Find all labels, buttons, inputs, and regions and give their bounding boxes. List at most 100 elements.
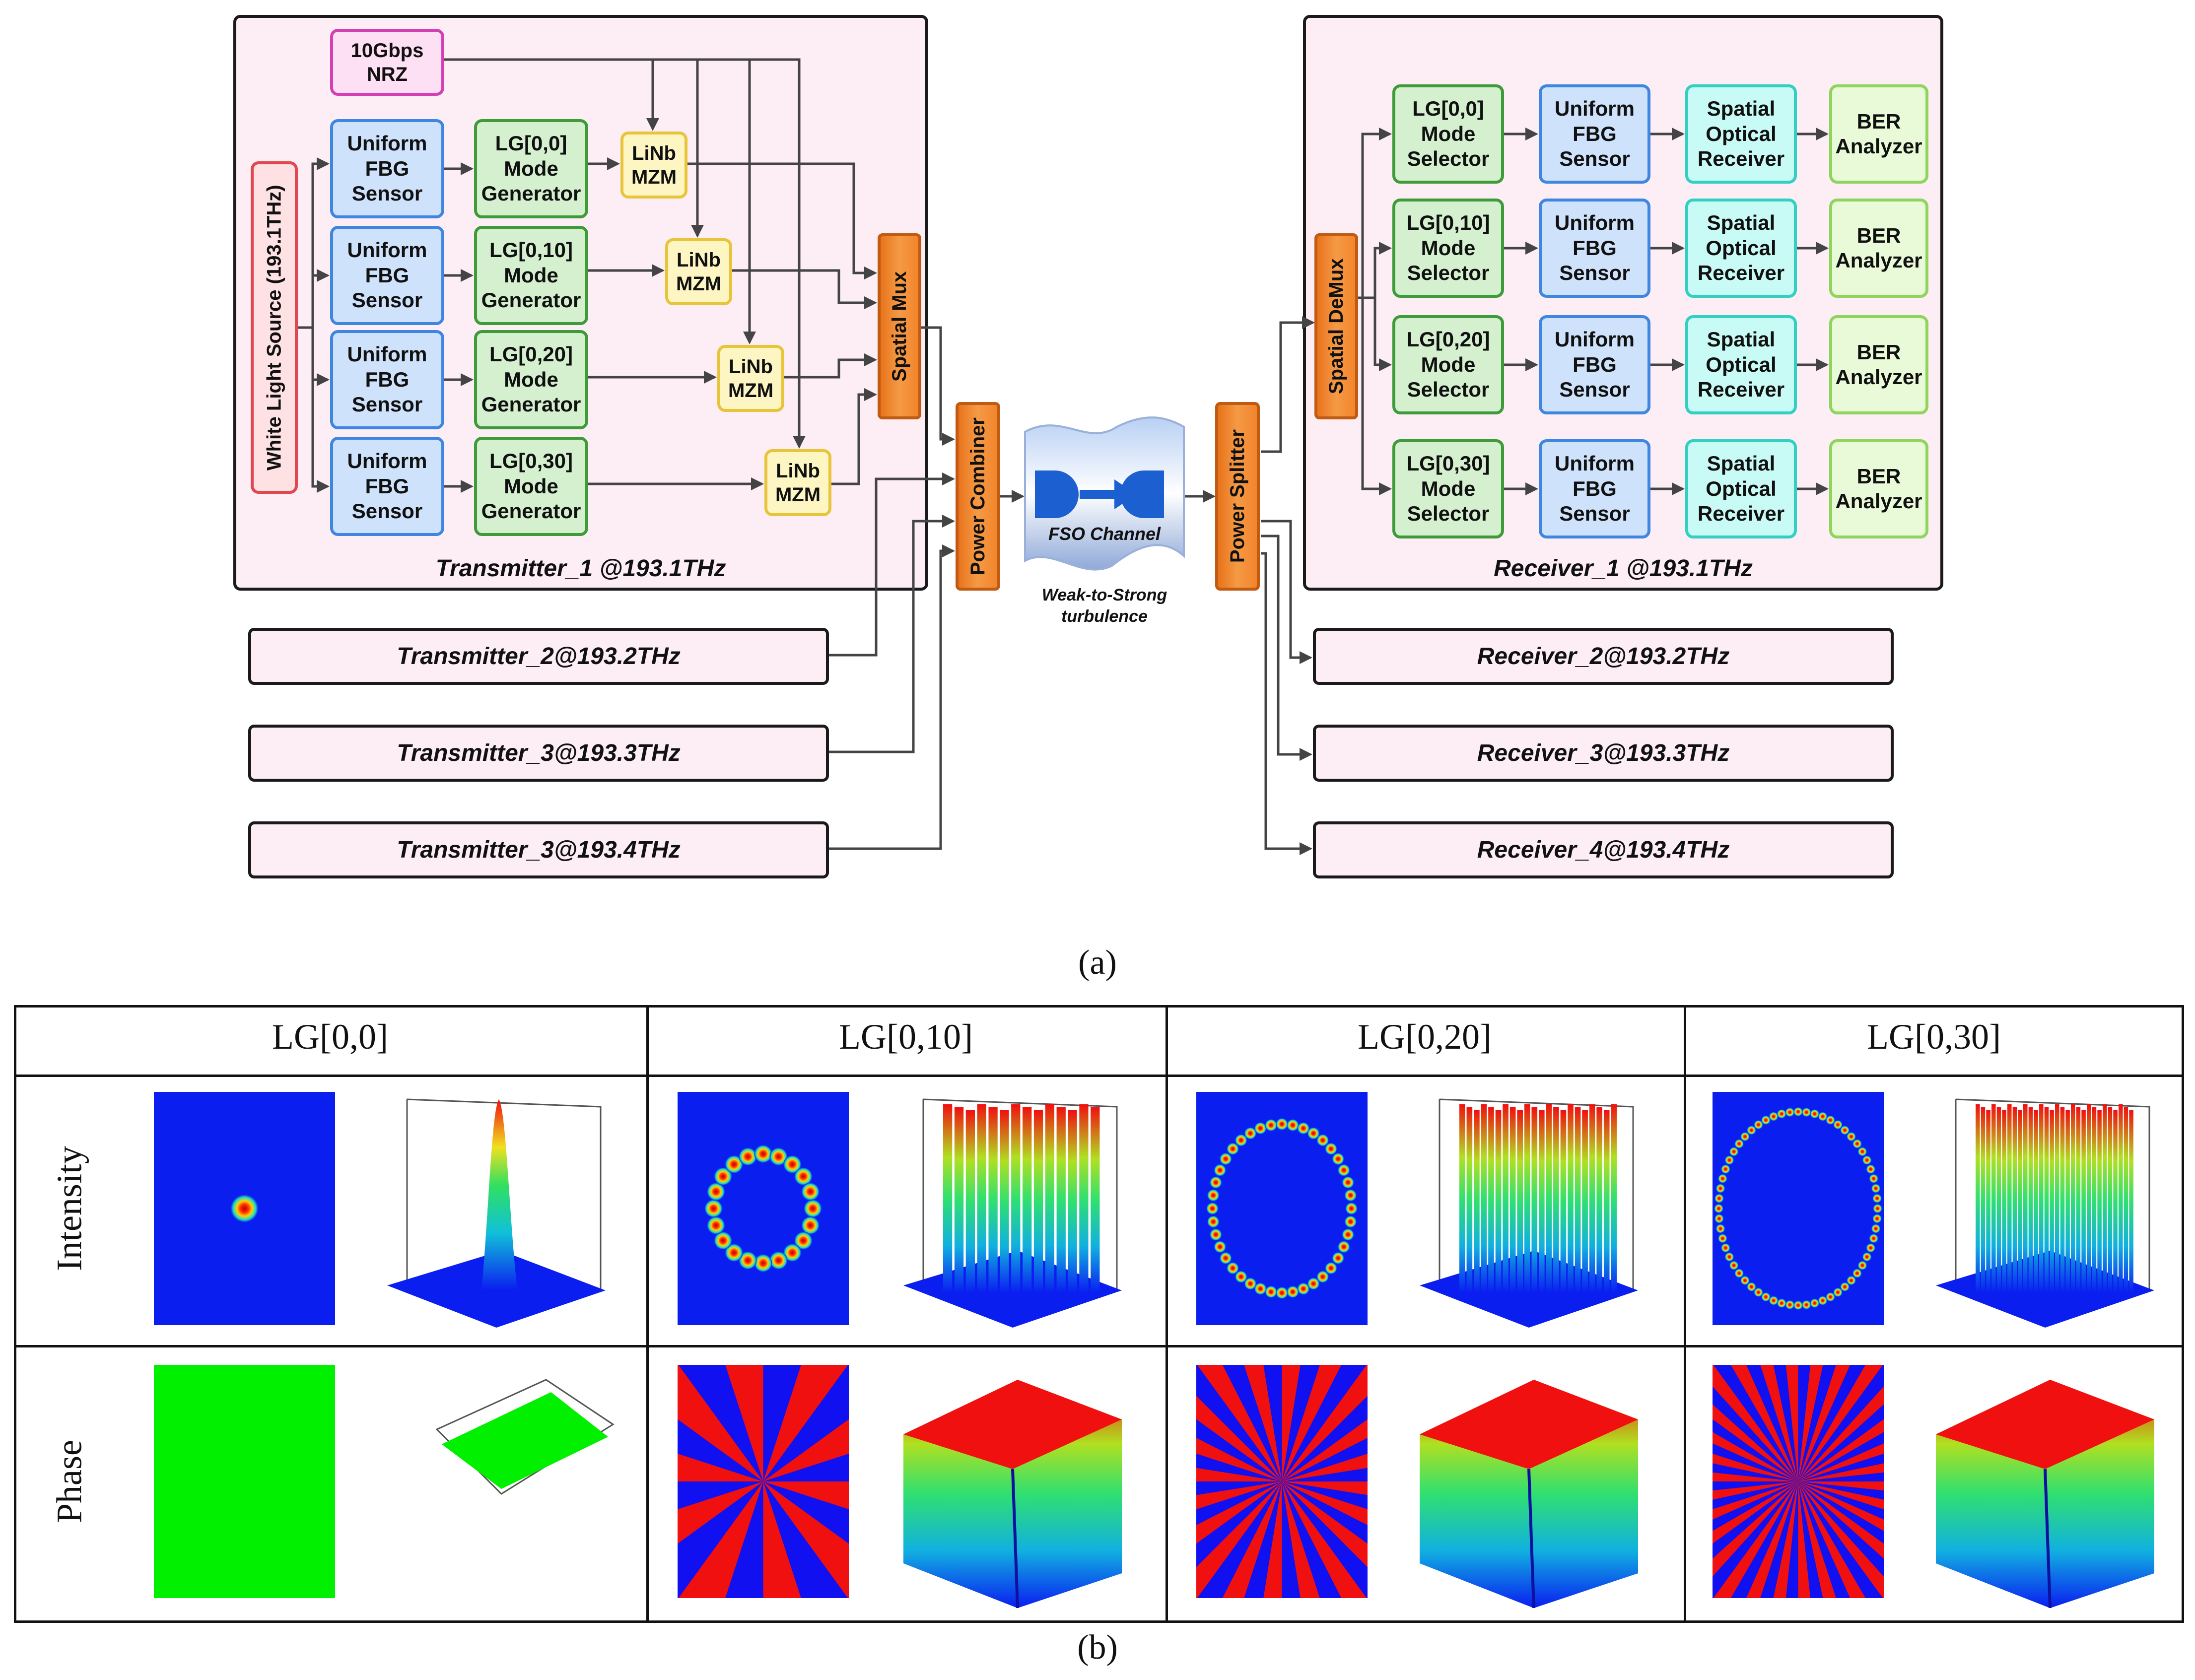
intensity-lobe-3-35 <box>1724 1155 1734 1165</box>
tx-fbg-sensor-2: Uniform FBG Sensor <box>330 226 444 325</box>
intensity-lobe-2-36 <box>1332 1153 1344 1165</box>
intensity-lobe-1-17 <box>783 1155 802 1174</box>
tx-fbg-sensor-4: Uniform FBG Sensor <box>330 437 444 536</box>
intensity-lobe-3-0 <box>1873 1204 1882 1213</box>
intensity-lobe-1-16 <box>769 1147 788 1166</box>
fso-channel-label: FSO Channel <box>1048 524 1161 544</box>
surface-bar-3-25 <box>2108 1107 2113 1293</box>
phase-wedge-1-18 <box>763 1419 849 1481</box>
surface-bar-3-6 <box>2007 1104 2012 1293</box>
intensity-lobe-2-22 <box>1210 1176 1222 1189</box>
intensity-lobe-2-9 <box>1287 1285 1299 1298</box>
intensity-lobe-1-11 <box>707 1183 725 1201</box>
intensity-lobe-2-10 <box>1276 1287 1288 1299</box>
surface-bar-2-0 <box>1459 1104 1465 1293</box>
intensity-lobe-3-51 <box>1840 1126 1850 1135</box>
intensity-map-3 <box>1713 1092 1884 1325</box>
intensity-lobe-2-28 <box>1254 1122 1267 1135</box>
ber-analyzer-1: BER Analyzer <box>1829 84 1928 184</box>
intensity-lobe-1-0 <box>804 1200 822 1217</box>
intensity-lobe-1-19 <box>801 1183 820 1201</box>
phase-wedge-3-54 <box>1798 1419 1884 1481</box>
mode-selector-lg030: LG[0,30] Mode Selector <box>1392 439 1504 538</box>
mzm-3: LiNb MZM <box>717 345 784 412</box>
header-lg030: LG[0,30] <box>1867 1017 2001 1057</box>
receiver-3: Receiver_3@193.3THz <box>1313 725 1894 782</box>
phase-wedge-2-20 <box>1196 1468 1282 1481</box>
surface-bar-1-9 <box>1045 1104 1054 1293</box>
surface-bar-1-12 <box>1079 1104 1089 1293</box>
surface-bar-2-4 <box>1488 1107 1494 1293</box>
nrz-source: 10Gbps NRZ <box>330 29 444 96</box>
surface-bar-3-27 <box>2119 1104 2123 1293</box>
intensity-lobe-1-14 <box>739 1147 757 1166</box>
header-lg00: LG[0,0] <box>272 1017 388 1057</box>
table-vline-3 <box>1684 1005 1686 1623</box>
intensity-lobe-3-44 <box>1785 1108 1794 1117</box>
surface-bar-3-12 <box>2039 1104 2044 1293</box>
tx-fbg-sensor-1: Uniform FBG Sensor <box>330 119 444 218</box>
intensity-lobe-3-33 <box>1718 1174 1727 1183</box>
mzm-2: LiNb MZM <box>665 238 732 305</box>
intensity-lobe-3-49 <box>1826 1115 1835 1125</box>
phase-wedge-3-30 <box>1713 1472 1798 1481</box>
table-vline-2 <box>1166 1005 1168 1623</box>
surface-bar-3-24 <box>2103 1104 2107 1293</box>
intensity-lobe-3-16 <box>1785 1300 1794 1309</box>
intensity-lobe-3-2 <box>1871 1224 1881 1233</box>
phase-wedge-3-24 <box>1713 1481 1798 1544</box>
caption-a: (a) <box>1078 943 1117 982</box>
phase-wedge-3-6 <box>1798 1481 1884 1559</box>
mode-selector-lg020: LG[0,20] Mode Selector <box>1392 315 1504 414</box>
intensity-lobe-2-19 <box>1207 1215 1220 1228</box>
table-hline-1 <box>14 1075 2184 1077</box>
intensity-lobe-2-39 <box>1344 1189 1357 1202</box>
intensity-lobe-1-1 <box>801 1216 820 1234</box>
intensity-lobe-1-7 <box>725 1243 743 1262</box>
intensity-lobe-2-25 <box>1227 1142 1239 1155</box>
surface-bar-3-8 <box>2018 1110 2022 1293</box>
intensity-lobe-2-8 <box>1297 1282 1309 1295</box>
intensity-lobe-3-58 <box>1871 1184 1881 1193</box>
intensity-lobe-3-7 <box>1852 1269 1862 1278</box>
intensity-lobe-3-52 <box>1847 1132 1856 1142</box>
surface-bar-3-26 <box>2113 1110 2118 1293</box>
receiver-4: Receiver_4@193.4THz <box>1313 821 1894 878</box>
intensity-lobe-3-37 <box>1734 1139 1744 1148</box>
surface-bar-3-29 <box>2129 1110 2133 1293</box>
intensity-lobe-3-15 <box>1793 1301 1803 1310</box>
surface-bar-3-9 <box>2023 1104 2028 1293</box>
intensity-lobe-3-47 <box>1810 1109 1819 1119</box>
tx-fbg-sensor-3: Uniform FBG Sensor <box>330 330 444 429</box>
intensity-lobe-3-40 <box>1754 1120 1763 1130</box>
surface-bar-3-10 <box>2028 1107 2033 1293</box>
surface-bar-2-21 <box>1611 1104 1617 1293</box>
intensity-lobe-3-59 <box>1872 1194 1882 1203</box>
rx-fbg-sensor-3: Uniform FBG Sensor <box>1539 315 1650 414</box>
intensity-lobe-2-21 <box>1207 1189 1220 1202</box>
phase-wedge-1-4 <box>763 1481 801 1598</box>
intensity-lobe-3-56 <box>1866 1164 1875 1174</box>
intensity-lobe-3-31 <box>1715 1194 1724 1203</box>
phase-wedge-2-6 <box>1282 1481 1367 1598</box>
header-lg020: LG[0,20] <box>1358 1017 1492 1057</box>
intensity-lobe-2-20 <box>1206 1203 1219 1214</box>
intensity-lobe-1-2 <box>794 1231 813 1250</box>
ber-analyzer-3: BER Analyzer <box>1829 315 1928 414</box>
intensity-lobe-2-26 <box>1235 1134 1247 1146</box>
surface-bar-3-2 <box>1986 1110 1990 1293</box>
surface-bar-3-28 <box>2124 1107 2128 1293</box>
transmitter-4: Transmitter_3@193.4THz <box>248 821 829 878</box>
intensity-lobe-2-3 <box>1338 1241 1350 1253</box>
phase-wedge-3-18 <box>1746 1481 1798 1598</box>
phase-wedge-3-28 <box>1713 1481 1798 1500</box>
turbulence-label: Weak-to-Strong turbulence <box>1041 586 1167 626</box>
intensity-lobe-3-19 <box>1761 1292 1771 1302</box>
intensity-lobe-2-24 <box>1220 1153 1232 1165</box>
phase-wedge-3-58 <box>1798 1463 1884 1481</box>
surface-bar-3-0 <box>1976 1104 1980 1293</box>
phase-wedge-3-46 <box>1798 1365 1823 1481</box>
intensity-lobe-1-9 <box>707 1216 725 1234</box>
